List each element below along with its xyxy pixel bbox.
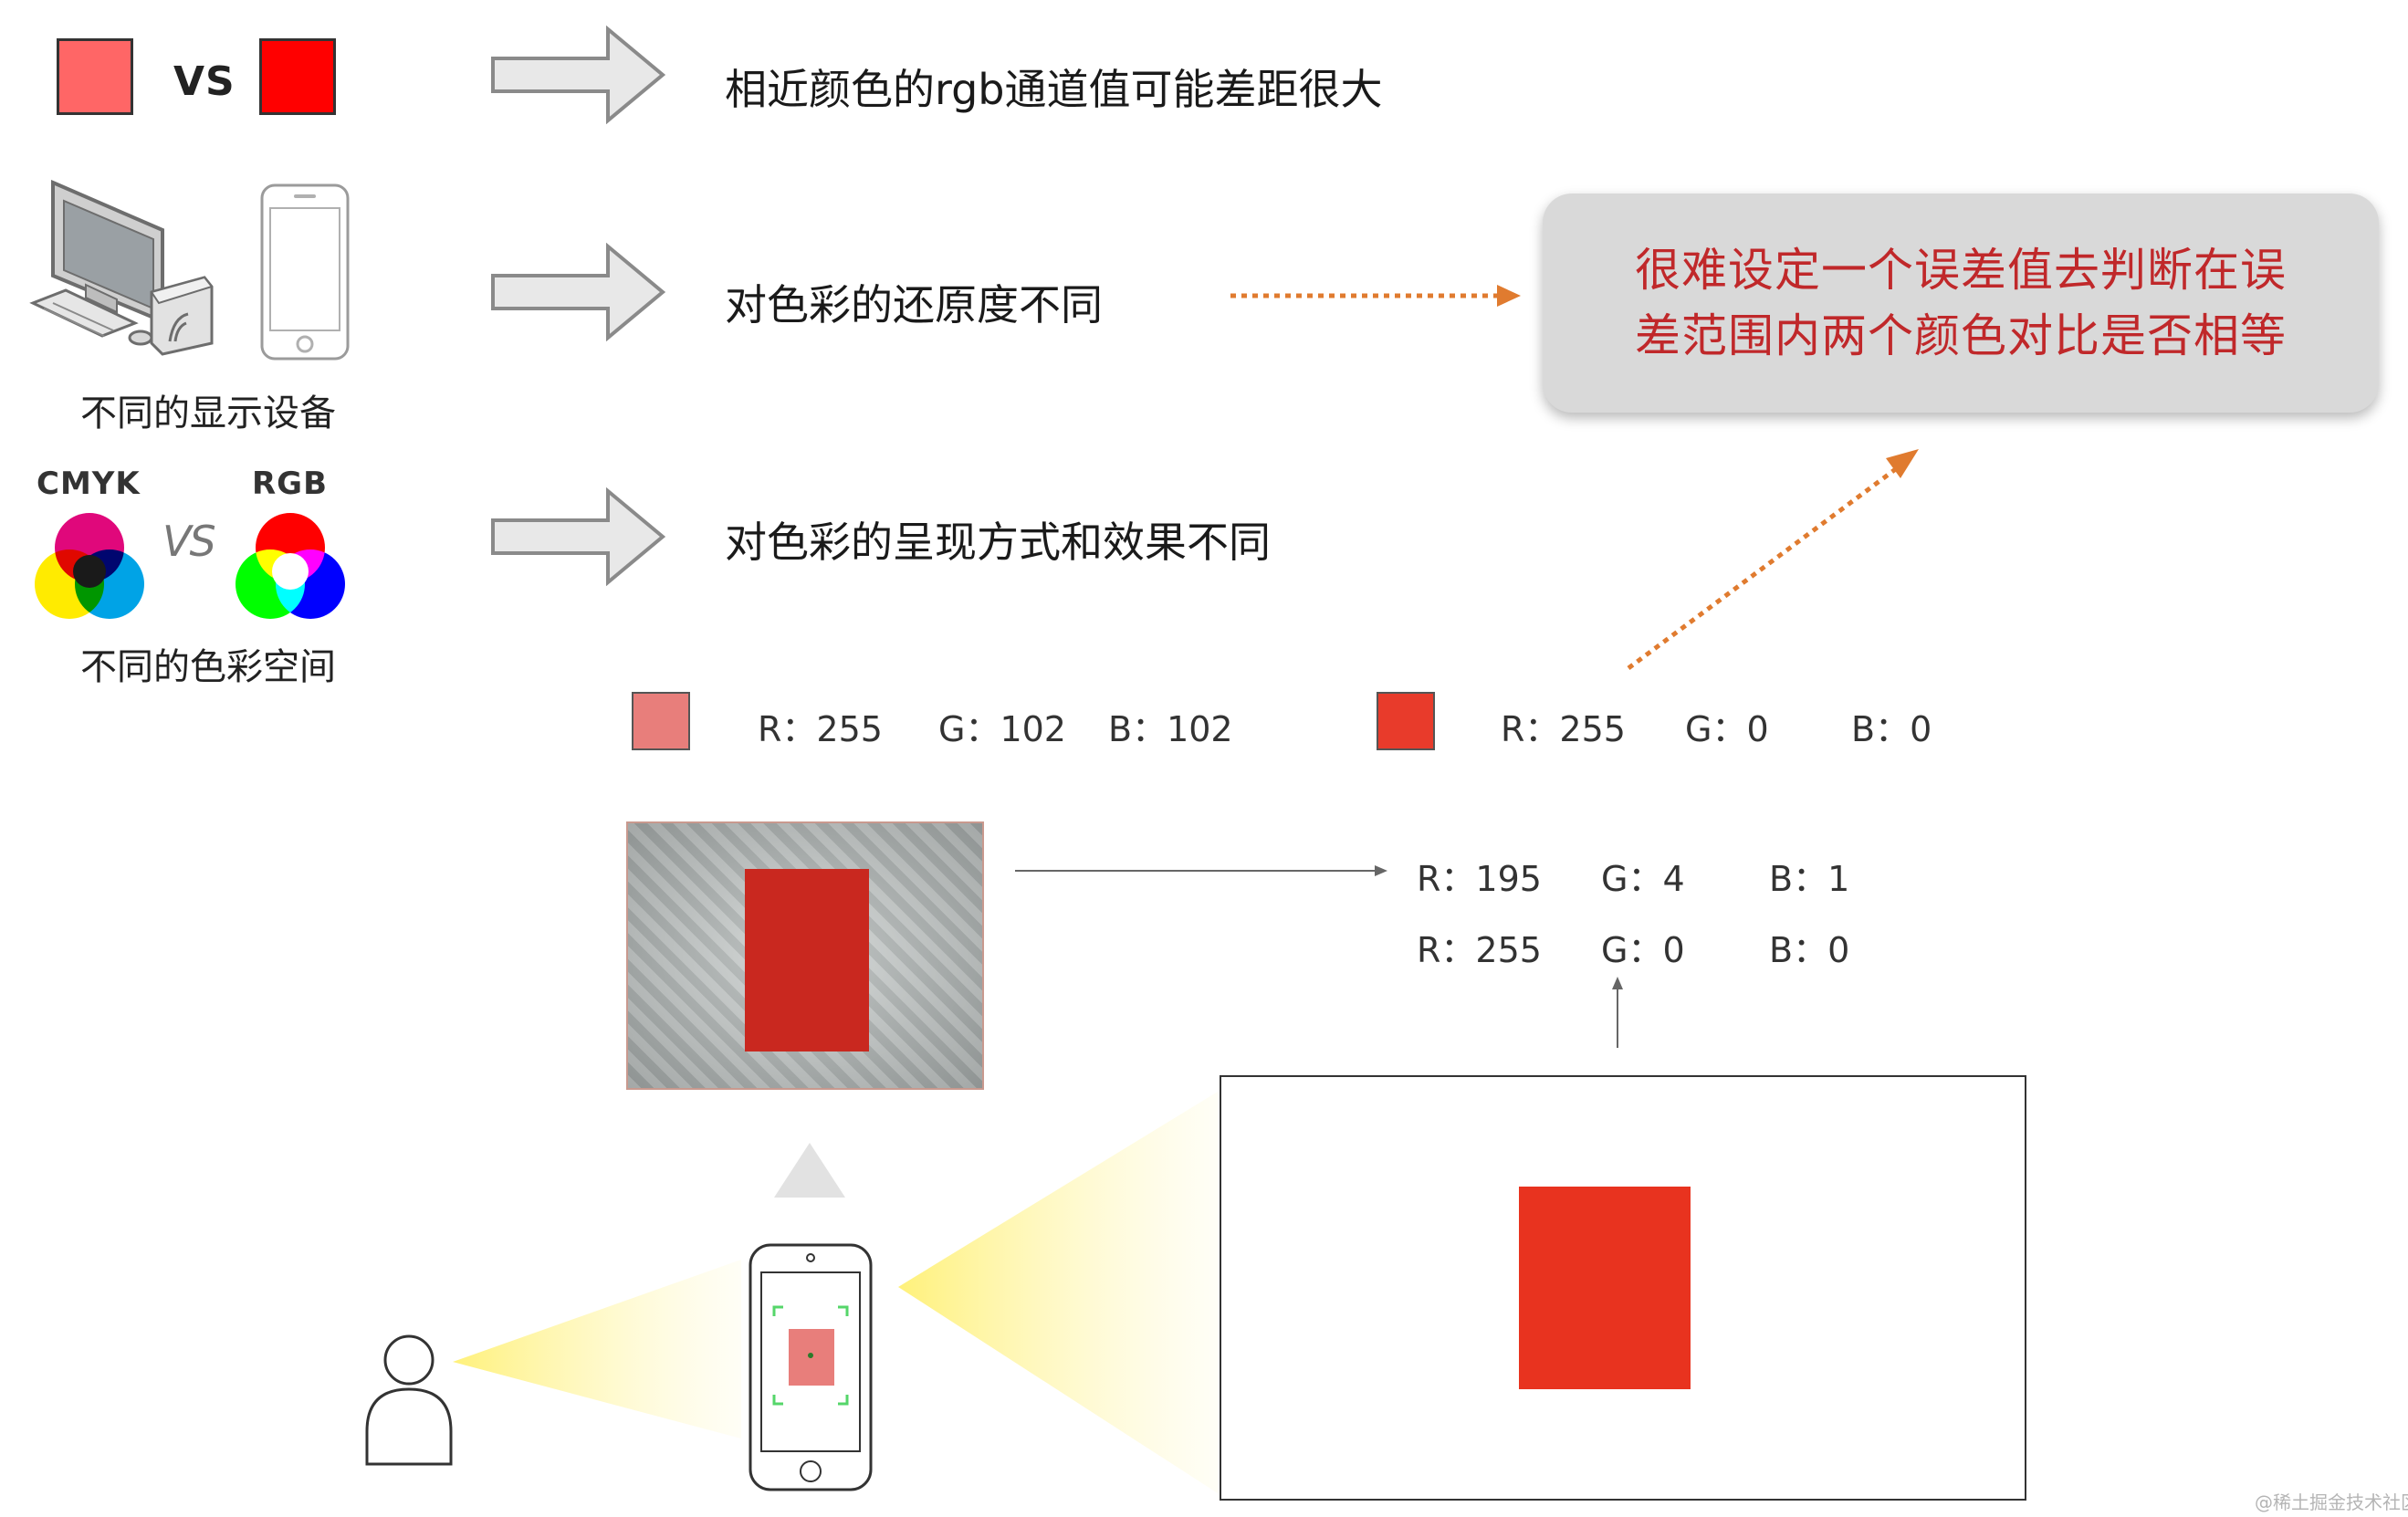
- desktop-computer-icon: [29, 179, 214, 356]
- swatch2-r-value: R：255: [1501, 709, 1626, 749]
- arrow-right-icon-2: [491, 243, 666, 341]
- arrow-right-icon-1: [491, 26, 666, 124]
- capture-row1-r: R：195: [1417, 859, 1542, 899]
- swatch1-r-value: R：255: [758, 709, 883, 749]
- capture-row2-g: G：0: [1601, 930, 1685, 970]
- rgb-color-wheel-icon: [234, 511, 349, 624]
- swatch2-g-value: G：0: [1685, 709, 1769, 749]
- row-text-rgb-difference: 相近颜色的rgb通道值可能差距很大: [725, 65, 1383, 114]
- captured-red-rectangle: [745, 869, 869, 1051]
- person-icon: [365, 1334, 453, 1466]
- swatch1-g-value: G：102: [938, 709, 1066, 749]
- conclusion-callout: 很难设定一个误差值去判断在误 差范围内两个颜色对比是否相等: [1543, 194, 2379, 413]
- captured-photo: [626, 821, 984, 1090]
- row-text-color-reproduction: 对色彩的还原度不同: [725, 280, 1103, 330]
- rgb-label: RGB: [252, 466, 329, 502]
- phone-camera-icon: [749, 1243, 873, 1491]
- display-screen: [1220, 1075, 2026, 1501]
- vs-label: VS: [173, 58, 236, 105]
- color-spaces-caption: 不同的色彩空间: [80, 646, 336, 688]
- capture-row1-b: B：1: [1769, 859, 1850, 899]
- light-beam-screen-icon: [898, 1092, 1218, 1493]
- thin-arrow-up-icon: [1612, 977, 1623, 1048]
- dotted-arrow-diagonal-icon: [1627, 449, 1919, 671]
- light-red-swatch: [632, 692, 690, 750]
- light-beam-person-icon: [453, 1260, 741, 1439]
- watermark: @稀土掘金技术社区: [2255, 1491, 2408, 1513]
- capture-row2-b: B：0: [1769, 930, 1850, 970]
- screen-red-rectangle: [1519, 1187, 1691, 1389]
- red-swatch: [259, 38, 336, 115]
- arrow-right-icon-3: [491, 487, 666, 586]
- devices-caption: 不同的显示设备: [80, 392, 336, 434]
- color-space-vs: VS: [162, 517, 216, 566]
- pink-swatch: [57, 38, 133, 115]
- callout-line-2: 差范围内两个颜色对比是否相等: [1635, 309, 2287, 362]
- row-text-color-presentation: 对色彩的呈现方式和效果不同: [725, 518, 1271, 567]
- thin-arrow-right-icon: [1015, 865, 1387, 876]
- cmyk-color-wheel-icon: [35, 513, 144, 619]
- dotted-arrow-right-icon: [1230, 285, 1521, 307]
- triangle-up-icon: [774, 1143, 845, 1198]
- pure-red-swatch: [1377, 692, 1435, 750]
- swatch2-b-value: B：0: [1851, 709, 1932, 749]
- capture-row1-g: G：4: [1601, 859, 1685, 899]
- smartphone-icon: [260, 183, 350, 361]
- swatch1-b-value: B：102: [1108, 709, 1233, 749]
- cmyk-label: CMYK: [37, 466, 141, 502]
- callout-line-1: 很难设定一个误差值去判断在误: [1635, 244, 2287, 297]
- capture-row2-r: R：255: [1417, 930, 1542, 970]
